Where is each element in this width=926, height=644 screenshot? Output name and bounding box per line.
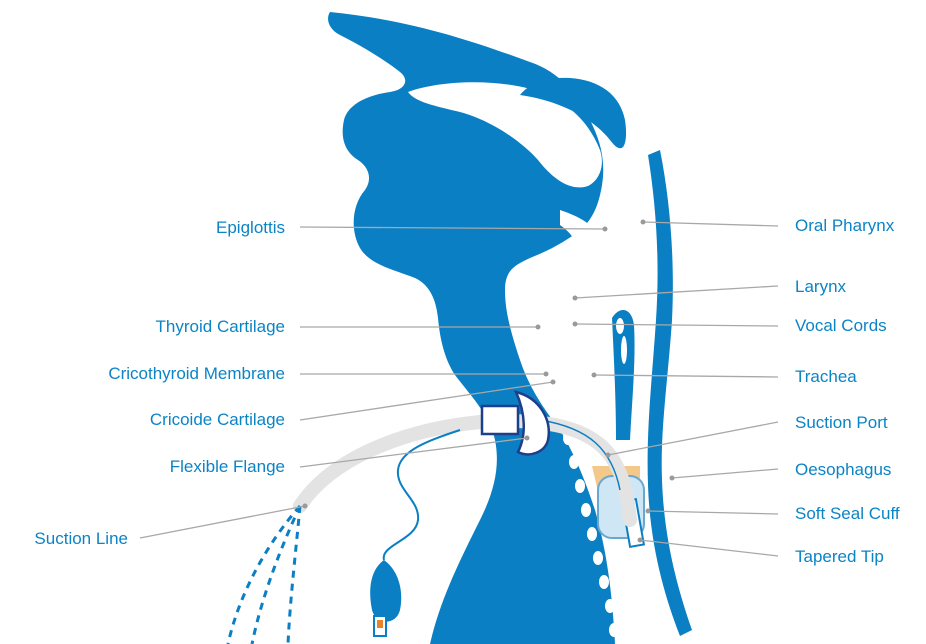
label-tapered-tip: Tapered Tip xyxy=(795,547,884,567)
label-suction-port: Suction Port xyxy=(795,413,888,433)
label-larynx: Larynx xyxy=(795,277,846,297)
label-vocal-cords: Vocal Cords xyxy=(795,316,887,336)
label-epiglottis: Epiglottis xyxy=(216,218,285,238)
label-cricothyroid-membrane: Cricothyroid Membrane xyxy=(108,364,285,384)
label-suction-line: Suction Line xyxy=(34,529,128,549)
suction-spray xyxy=(228,506,300,644)
pilot-line xyxy=(384,430,460,560)
label-thyroid-cartilage: Thyroid Cartilage xyxy=(156,317,285,337)
label-flexible-flange: Flexible Flange xyxy=(170,457,285,477)
label-oesophagus: Oesophagus xyxy=(795,460,891,480)
label-trachea: Trachea xyxy=(795,367,857,387)
label-cricoide-cartilage: Cricoide Cartilage xyxy=(150,410,285,430)
pilot-balloon xyxy=(370,560,401,622)
label-soft-seal-cuff: Soft Seal Cuff xyxy=(795,504,900,524)
label-oral-pharynx: Oral Pharynx xyxy=(795,216,894,236)
valve-marker xyxy=(377,620,383,628)
